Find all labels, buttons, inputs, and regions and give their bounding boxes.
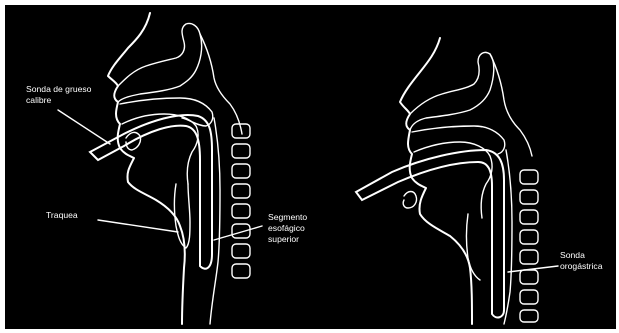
right-skull-base: [490, 54, 532, 156]
right-larynx: [467, 214, 481, 280]
right-vertebrae: [520, 170, 538, 322]
leader-large-tube: [58, 110, 110, 144]
left-vertebrae: [232, 124, 250, 278]
left-head: [58, 13, 262, 324]
leader-orogastric: [508, 266, 558, 272]
left-face-profile: [108, 13, 185, 324]
right-face-profile: [400, 38, 472, 324]
left-palate: [120, 98, 213, 126]
right-epiglottis: [403, 192, 416, 209]
label-trachea: Traquea: [46, 210, 78, 221]
left-nasal-cavity: [118, 23, 202, 102]
leader-trachea: [98, 220, 178, 232]
left-large-bore-tube: [90, 115, 212, 269]
label-upper-esophageal-segment: Segmento esofágico superior: [268, 212, 307, 245]
label-orogastric-tube: Sonda orogástrica: [560, 250, 603, 272]
left-skull-base: [200, 34, 242, 134]
label-large-bore-tube: Sonda de grueso calibre: [26, 84, 91, 106]
right-pharynx: [504, 150, 512, 324]
left-larynx: [175, 184, 191, 248]
right-palate: [412, 126, 505, 154]
right-nasal-cavity: [410, 52, 494, 130]
right-orogastric-tube: [356, 150, 504, 317]
right-head: [356, 38, 558, 324]
